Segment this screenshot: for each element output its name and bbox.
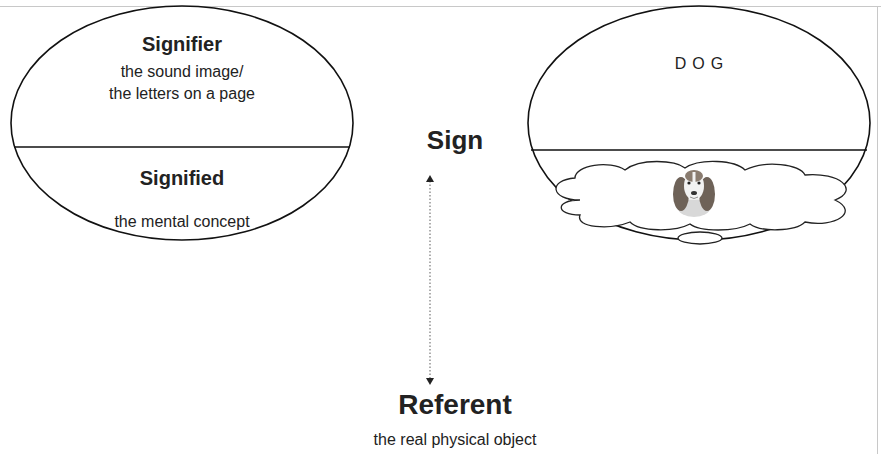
- word-half: DOG: [669, 54, 729, 74]
- dotted-arrow: [426, 175, 434, 385]
- signifier-half: Signifier the sound image/ the letters on…: [108, 32, 256, 105]
- page-frame: [0, 6, 881, 454]
- dog-picture: [673, 170, 715, 217]
- sign-heading: Sign: [427, 125, 483, 155]
- sign-label: Sign: [427, 125, 483, 155]
- referent-description: the real physical object: [374, 430, 537, 450]
- sign-circle-right: [528, 6, 870, 240]
- sign-circle-left: [11, 6, 353, 240]
- arrow-head: [426, 175, 434, 182]
- referent-label: Referent the real physical object: [374, 389, 537, 450]
- signified-half: Signified the mental concept: [114, 166, 249, 233]
- thought-bubble: [678, 232, 722, 244]
- signifier-description: the sound image/ the letters on a page: [108, 61, 256, 105]
- word-letters: DOG: [669, 54, 729, 74]
- signified-description: the mental concept: [114, 211, 249, 233]
- signified-heading: Signified: [114, 166, 249, 190]
- signifier-heading: Signifier: [108, 32, 256, 56]
- arrow-head: [426, 378, 434, 385]
- dotted-line: [429, 181, 430, 379]
- referent-heading: Referent: [374, 389, 537, 421]
- thought-cloud: [556, 161, 846, 230]
